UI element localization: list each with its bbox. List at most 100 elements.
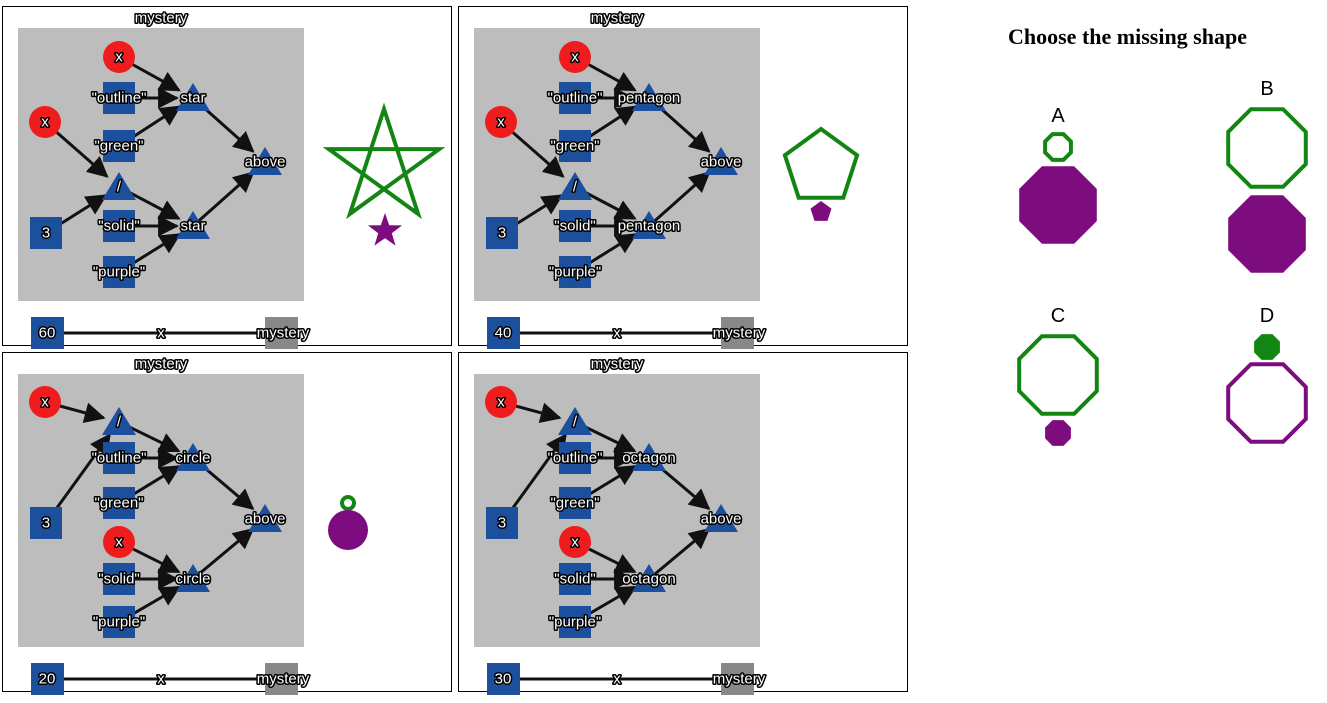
function-node[interactable] [632, 211, 666, 239]
slider-output-box [721, 317, 754, 349]
slider-value-box[interactable] [487, 317, 520, 349]
value-node[interactable] [559, 210, 591, 242]
graph-edge [192, 171, 255, 228]
value-node[interactable] [559, 563, 591, 595]
graph-edge [648, 171, 711, 228]
value-node[interactable] [103, 210, 135, 242]
node-label: "solid" [554, 571, 596, 588]
node-label: x [497, 114, 505, 131]
choice-d-shape [1226, 334, 1308, 444]
function-node[interactable] [632, 83, 666, 111]
function-node[interactable] [632, 443, 666, 471]
dataflow-graph: mysteryx/"outline""green"3x"solid""purpl… [474, 354, 767, 695]
choice-top-shape [1226, 107, 1308, 189]
slider-variable: x [613, 671, 621, 688]
slider-output: mystery [257, 671, 310, 688]
value-node[interactable] [30, 507, 62, 539]
node-label: 3 [498, 515, 506, 532]
value-node[interactable] [103, 606, 135, 638]
function-node[interactable] [632, 564, 666, 592]
preview-bottom-shape [810, 201, 832, 221]
function-node[interactable] [558, 172, 592, 200]
choice-top-shape [1043, 132, 1073, 162]
node-label: "outline" [92, 90, 147, 107]
function-node[interactable] [176, 211, 210, 239]
node-label: above [701, 154, 742, 171]
choice-bottom-shape [1228, 195, 1306, 273]
variable-node[interactable] [29, 386, 61, 418]
function-node[interactable] [248, 147, 282, 175]
question-title: Choose the missing shape [1008, 24, 1247, 49]
graph-title: mystery [591, 10, 644, 27]
preview-top-shape [322, 102, 446, 220]
graph-title: mystery [135, 356, 188, 373]
dataflow-graph: mysteryx"outline"x"green"/3"solid""purpl… [18, 8, 446, 349]
node-label: octagon [622, 450, 675, 467]
function-node[interactable] [176, 83, 210, 111]
node-label: "outline" [548, 90, 603, 107]
choice-a[interactable]: A [1003, 105, 1113, 285]
preview-bottom-shape [328, 510, 368, 550]
choice-b-shape [1226, 107, 1308, 273]
slider-output: mystery [713, 325, 766, 342]
variable-node[interactable] [559, 41, 591, 73]
value-node[interactable] [559, 487, 591, 519]
slider-value-box[interactable] [31, 663, 64, 695]
node-label: above [245, 154, 286, 171]
slider-output: mystery [713, 671, 766, 688]
choice-d[interactable]: D [1212, 305, 1322, 485]
node-label: pentagon [618, 218, 681, 235]
choice-c[interactable]: C [1003, 305, 1113, 485]
choice-b[interactable]: B [1212, 78, 1322, 273]
value-node[interactable] [103, 442, 135, 474]
graph-edge [648, 527, 711, 581]
slider-value: 30 [495, 671, 512, 688]
slider-value-box[interactable] [31, 317, 64, 349]
node-label: x [497, 394, 505, 411]
node-label: "solid" [98, 571, 140, 588]
node-label: circle [175, 571, 210, 588]
function-node[interactable] [704, 504, 738, 532]
function-node[interactable] [248, 504, 282, 532]
slider-value-box[interactable] [487, 663, 520, 695]
slider-variable: x [613, 325, 621, 342]
dataflow-graph: mysteryx"outline"x"green"/3"solid""purpl… [474, 8, 860, 349]
value-node[interactable] [559, 442, 591, 474]
value-node[interactable] [103, 487, 135, 519]
value-node[interactable] [559, 606, 591, 638]
variable-node[interactable] [485, 386, 517, 418]
slider-variable: x [157, 671, 165, 688]
function-node[interactable] [102, 407, 136, 435]
slider-output-box [265, 663, 298, 695]
value-node[interactable] [103, 130, 135, 162]
function-node[interactable] [558, 407, 592, 435]
value-node[interactable] [559, 130, 591, 162]
value-node[interactable] [103, 82, 135, 114]
value-node[interactable] [559, 82, 591, 114]
variable-node[interactable] [559, 526, 591, 558]
variable-node[interactable] [103, 41, 135, 73]
function-node[interactable] [102, 172, 136, 200]
function-node[interactable] [704, 147, 738, 175]
value-node[interactable] [486, 217, 518, 249]
variable-node[interactable] [103, 526, 135, 558]
node-label: "green" [94, 138, 143, 155]
value-node[interactable] [103, 563, 135, 595]
choice-bottom-shape [1045, 420, 1071, 446]
choice-c-letter: C [1050, 305, 1066, 327]
choice-b-letter: B [1260, 78, 1274, 100]
function-node[interactable] [176, 443, 210, 471]
node-label: circle [175, 450, 210, 467]
node-label: star [180, 218, 205, 235]
node-label: / [573, 179, 578, 196]
value-node[interactable] [486, 507, 518, 539]
value-node[interactable] [103, 256, 135, 288]
value-node[interactable] [559, 256, 591, 288]
variable-node[interactable] [29, 106, 61, 138]
value-node[interactable] [30, 217, 62, 249]
variable-node[interactable] [485, 106, 517, 138]
node-label: "purple" [93, 264, 145, 281]
function-node[interactable] [176, 564, 210, 592]
dataflow-graph: mysteryx/"outline""green"3x"solid""purpl… [18, 354, 368, 695]
node-label: 3 [42, 515, 50, 532]
